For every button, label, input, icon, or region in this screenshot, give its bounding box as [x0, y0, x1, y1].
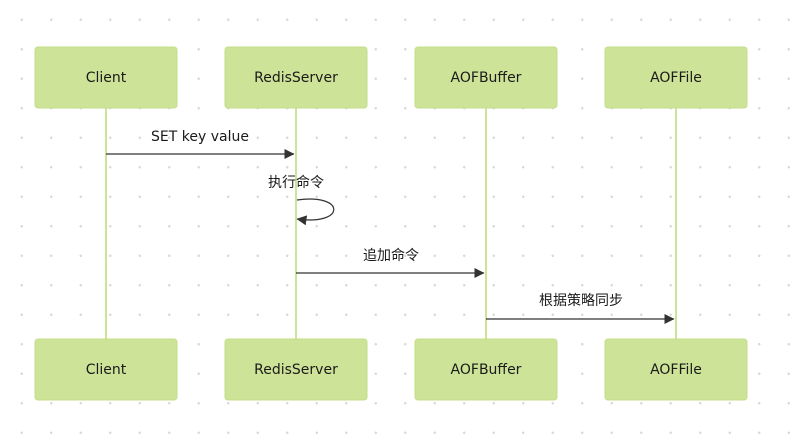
actor-client-top-box	[34, 46, 178, 109]
message-sync-by-policy: 根据策略同步	[486, 292, 675, 324]
message-self-execute-label: 执行命令	[268, 174, 324, 191]
actor-client-top-label: Client	[86, 70, 127, 86]
top-actors: Client RedisServer AOFBuffer AOFFile	[34, 46, 748, 109]
actor-aofbuffer-top-label: AOFBuffer	[451, 70, 522, 86]
actor-aofbuffer-top: AOFBuffer	[414, 46, 558, 109]
actor-aofbuffer-bottom-label: AOFBuffer	[451, 362, 522, 378]
message-append-command: 追加命令	[296, 247, 485, 278]
actor-redisserver-bottom-box	[224, 338, 368, 401]
actor-aoffile-top: AOFFile	[604, 46, 748, 109]
actor-redisserver-top-label: RedisServer	[254, 70, 338, 86]
message-append-command-label: 追加命令	[363, 247, 419, 264]
actor-aoffile-top-box	[604, 46, 748, 109]
actor-aofbuffer-bottom: AOFBuffer	[414, 338, 558, 401]
actor-redisserver-top-box	[224, 46, 368, 109]
message-sync-by-policy-label: 根据策略同步	[539, 292, 623, 309]
message-self-execute: 执行命令	[268, 174, 335, 226]
actor-aoffile-bottom-label: AOFFile	[650, 362, 702, 378]
actor-redisserver-bottom-label: RedisServer	[254, 362, 338, 378]
actor-aoffile-top-label: AOFFile	[650, 70, 702, 86]
actor-redisserver-bottom: RedisServer	[224, 338, 368, 401]
messages: SET key value 执行命令 追加命令 根据策略同步	[106, 129, 675, 324]
actor-client-bottom-box	[34, 338, 178, 401]
message-self-execute-loop-arrow	[296, 198, 335, 226]
actor-client-bottom: Client	[34, 338, 178, 401]
actor-aofbuffer-top-box	[414, 46, 558, 109]
bottom-actors: Client RedisServer AOFBuffer AOFFile	[34, 338, 748, 401]
actor-client-top: Client	[34, 46, 178, 109]
actor-aofbuffer-bottom-box	[414, 338, 558, 401]
message-set-key-value-label: SET key value	[151, 129, 249, 145]
actor-redisserver-top: RedisServer	[224, 46, 368, 109]
actor-aoffile-bottom: AOFFile	[604, 338, 748, 401]
message-set-key-value: SET key value	[106, 129, 295, 159]
actor-aoffile-bottom-box	[604, 338, 748, 401]
lifelines	[105, 108, 677, 339]
actor-client-bottom-label: Client	[86, 362, 127, 378]
